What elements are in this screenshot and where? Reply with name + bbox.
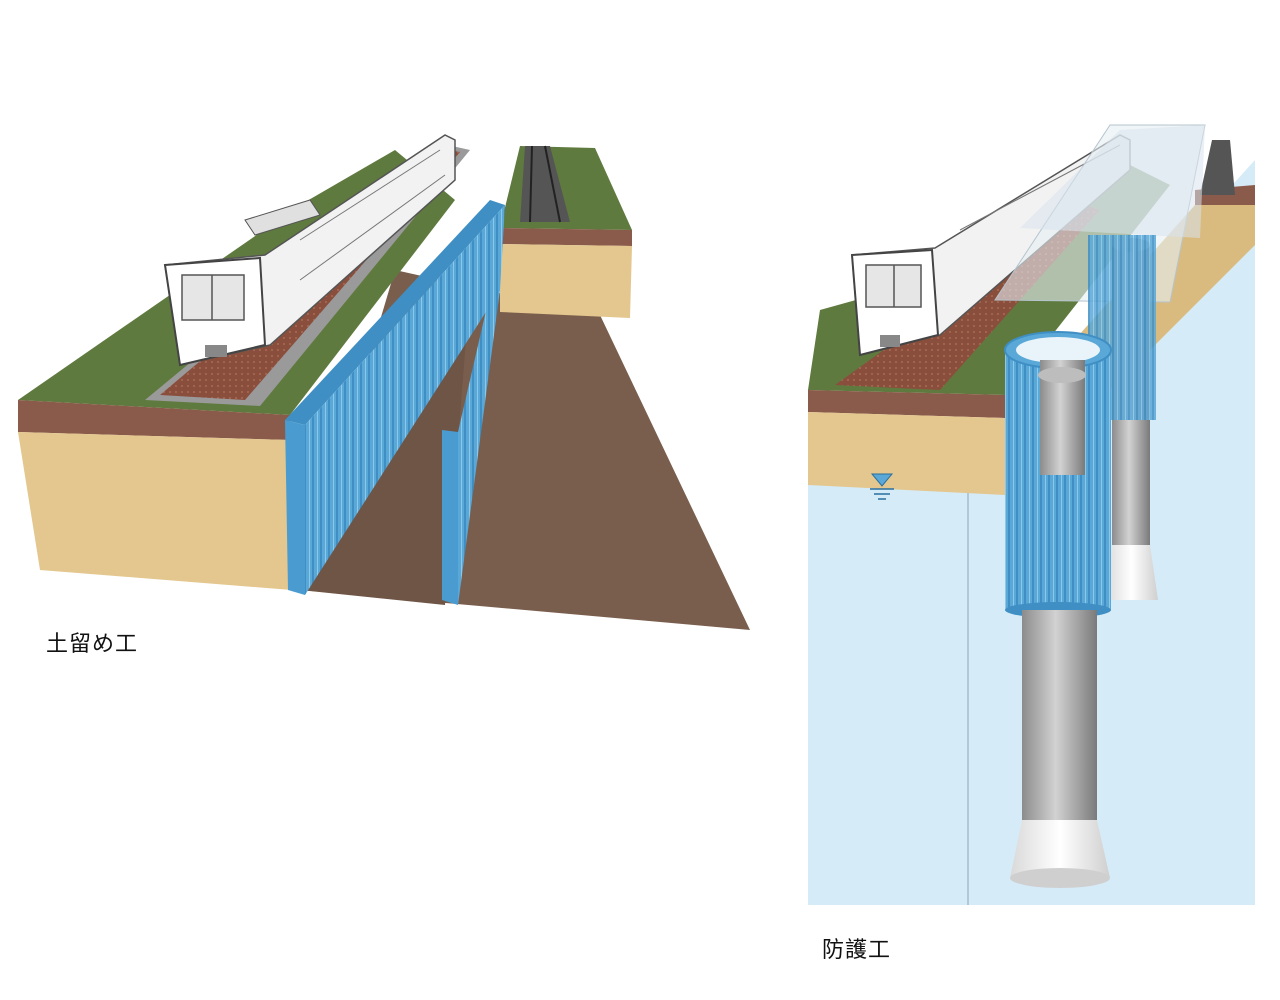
right-embankment-sand (500, 244, 632, 318)
right-embankment-topsoil (500, 228, 632, 246)
caption-protection-works: 防護工 (822, 938, 892, 963)
groundwater-area (808, 480, 968, 905)
protection-works-diagram (808, 124, 1255, 905)
caption-retaining-wall: 土留め工 (46, 632, 139, 657)
pier-back (1088, 235, 1158, 600)
sheet-pile-wall-main-face (305, 205, 505, 595)
left-embankment-topsoil (18, 400, 290, 440)
sheet-pile-wall-inner (442, 430, 458, 605)
right-diagram-sand (808, 412, 1005, 495)
water-level-icon (870, 473, 894, 500)
retaining-wall-diagram (18, 134, 750, 630)
sheet-pile-wall-main (285, 200, 505, 425)
train-left (163, 134, 456, 367)
left-embankment-sand (18, 432, 292, 590)
pier-front (1010, 610, 1110, 888)
pile-casing-front (1004, 331, 1112, 618)
right-diagram-topsoil (808, 390, 1005, 418)
